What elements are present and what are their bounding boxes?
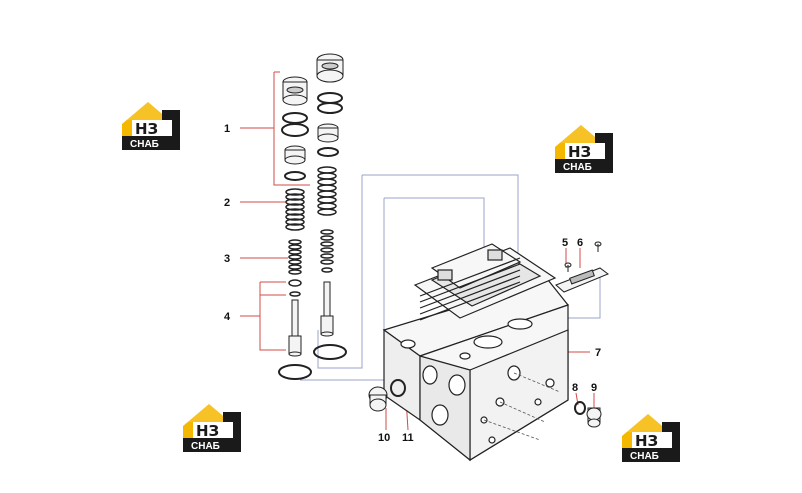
internal-passages [483,372,561,441]
plug-right [574,401,602,428]
logo-letters: НЗ [196,422,219,440]
brand-logo: НЗ СНАБ [122,102,180,150]
logo-word: СНАБ [191,441,220,452]
callout-6: 6 [577,237,583,249]
plug-left [368,379,406,412]
brand-logo: НЗ СНАБ [183,404,241,452]
callout-9: 9 [591,382,597,394]
valve-body [382,243,570,462]
callout-11: 11 [402,432,414,444]
callout-2: 2 [224,197,230,209]
callout-1: 1 [224,123,230,135]
callouts: 1 2 3 4 5 6 7 8 9 10 11 [224,123,601,444]
callout-8: 8 [572,382,578,394]
nameplate [555,241,610,293]
callout-7: 7 [595,347,601,359]
logo-word: СНАБ [630,451,659,462]
logo-letters: НЗ [568,143,591,161]
valve-spool-stack-right [313,53,347,360]
brand-logo: НЗ СНАБ [622,414,680,462]
callout-3: 3 [224,253,230,265]
logo-letters: НЗ [135,120,158,138]
callout-4: 4 [224,311,231,323]
assembly-outline [300,174,601,381]
logo-letters: НЗ [635,432,658,450]
brand-logo: НЗ СНАБ [555,125,613,173]
logo-word: СНАБ [563,162,592,173]
callout-10: 10 [378,432,390,444]
valve-spool-stack-left [278,76,312,380]
logo-word: СНАБ [130,139,159,150]
callout-5: 5 [562,237,568,249]
